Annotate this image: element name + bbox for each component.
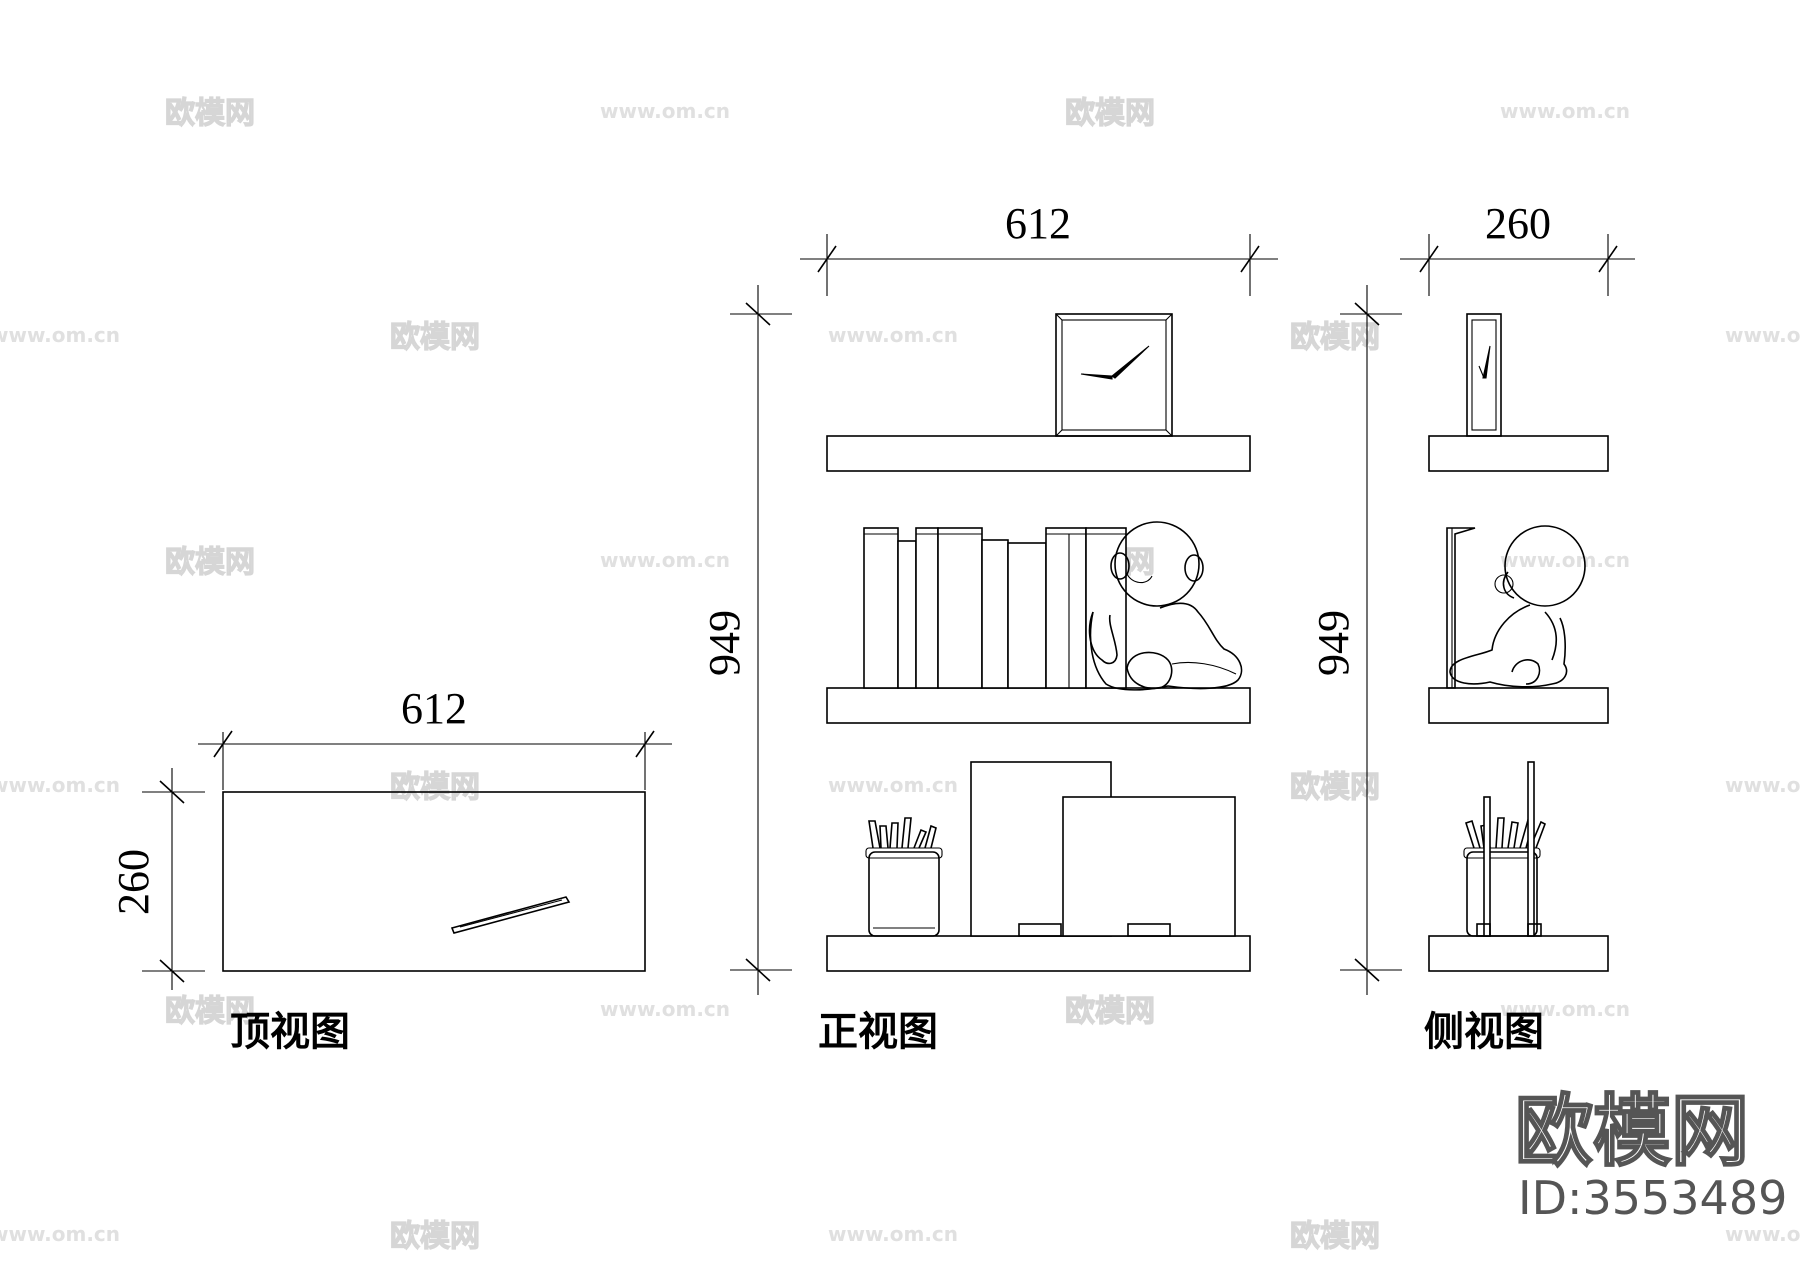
side-board-front (1483, 796, 1491, 937)
book (863, 527, 899, 689)
top-view-shelf-outline (222, 791, 646, 972)
side-teddy-bear (1449, 525, 1586, 688)
watermark-text: 欧模网 (165, 96, 255, 131)
watermark-url: www.om.cn (0, 1222, 120, 1246)
watermark-url: www.om.cn (828, 323, 958, 347)
front-view: 612 949 (700, 199, 1278, 1055)
top-view-height-label: 260 (109, 849, 158, 915)
top-view-width-dimension: 612 (198, 684, 672, 790)
side-view-height-label: 949 (1309, 610, 1358, 676)
top-view: 612 260 顶视图 (109, 684, 672, 1055)
watermark-text: 欧模网 (165, 994, 255, 1029)
brand-logo: 欧模网 ID:3553489 (1514, 1086, 1787, 1225)
side-view-width-label: 260 (1485, 199, 1551, 248)
watermark-url: www.om.cn (600, 548, 730, 572)
side-view: 260 949 (1309, 199, 1635, 1055)
book (981, 539, 1009, 689)
front-boards (970, 761, 1236, 937)
front-view-label: 正视图 (818, 1008, 938, 1055)
front-shelf-bottom (826, 935, 1251, 972)
watermark-url: www.om.cn (1725, 1222, 1800, 1246)
watermark-text: 欧模网 (165, 545, 255, 580)
watermark-text: 欧模网 (1290, 1219, 1380, 1254)
watermark-url: www.om.cn (600, 99, 730, 123)
top-view-width-label: 612 (401, 684, 467, 733)
side-boards (1476, 761, 1542, 937)
book (937, 527, 983, 689)
watermark-url: www.om.cn (1725, 773, 1800, 797)
watermark-url: www.om.cn (1500, 548, 1630, 572)
book (897, 540, 917, 689)
watermark-url: www.om.cn (1500, 99, 1630, 123)
front-view-height-label: 949 (700, 610, 749, 676)
top-view-label: 顶视图 (230, 1008, 350, 1055)
side-clock (1466, 313, 1502, 437)
watermark-text: 欧模网 (390, 1219, 480, 1254)
watermark-url: www.om.cn (0, 323, 120, 347)
side-shelf-top (1428, 435, 1609, 472)
side-shelf-bottom (1428, 935, 1609, 972)
side-book (1446, 527, 1476, 689)
watermark-layer: 欧模网 www.om.cn 欧模网 www.om.cn www.om.cn 欧模… (0, 95, 1800, 1254)
front-board-front (1062, 796, 1236, 937)
side-shelf-middle (1428, 687, 1609, 724)
front-view-width-dimension: 612 (800, 199, 1278, 296)
watermark-text: 欧模网 (390, 770, 480, 805)
front-clock (1055, 313, 1173, 437)
front-shelf-middle (826, 687, 1251, 724)
watermark-text: 欧模网 (390, 320, 480, 355)
watermark-text: 欧模网 (1065, 96, 1155, 131)
side-view-width-dimension: 260 (1400, 199, 1635, 296)
side-view-height-dimension: 949 (1309, 285, 1402, 995)
front-shelf-top (826, 435, 1251, 472)
watermark-url: www.om.cn (600, 997, 730, 1021)
front-view-height-dimension: 949 (700, 285, 792, 995)
watermark-url: www.om.cn (828, 1222, 958, 1246)
logo-id-text: ID:3553489 (1518, 1171, 1787, 1225)
top-view-pen (450, 896, 571, 934)
top-view-height-dimension: 260 (109, 768, 205, 990)
watermark-url: www.om.cn (1500, 997, 1630, 1021)
side-view-label: 侧视图 (1424, 1008, 1544, 1055)
logo-brand-text: 欧模网 (1515, 1087, 1749, 1177)
side-board-back (1527, 761, 1535, 937)
watermark-url: www.om.cn (1725, 323, 1800, 347)
watermark-text: 欧模网 (1290, 770, 1380, 805)
watermark-text: 欧模网 (1290, 320, 1380, 355)
watermark-text: 欧模网 (1065, 994, 1155, 1029)
front-pen-holder (865, 817, 943, 937)
front-teddy-bear (1088, 521, 1243, 691)
front-books (863, 527, 1127, 689)
watermark-url: www.om.cn (828, 773, 958, 797)
book (1007, 542, 1047, 689)
book (915, 527, 939, 689)
watermark-url: www.om.cn (0, 773, 120, 797)
front-view-width-label: 612 (1005, 199, 1071, 248)
book (1045, 527, 1087, 689)
book (1085, 527, 1127, 689)
